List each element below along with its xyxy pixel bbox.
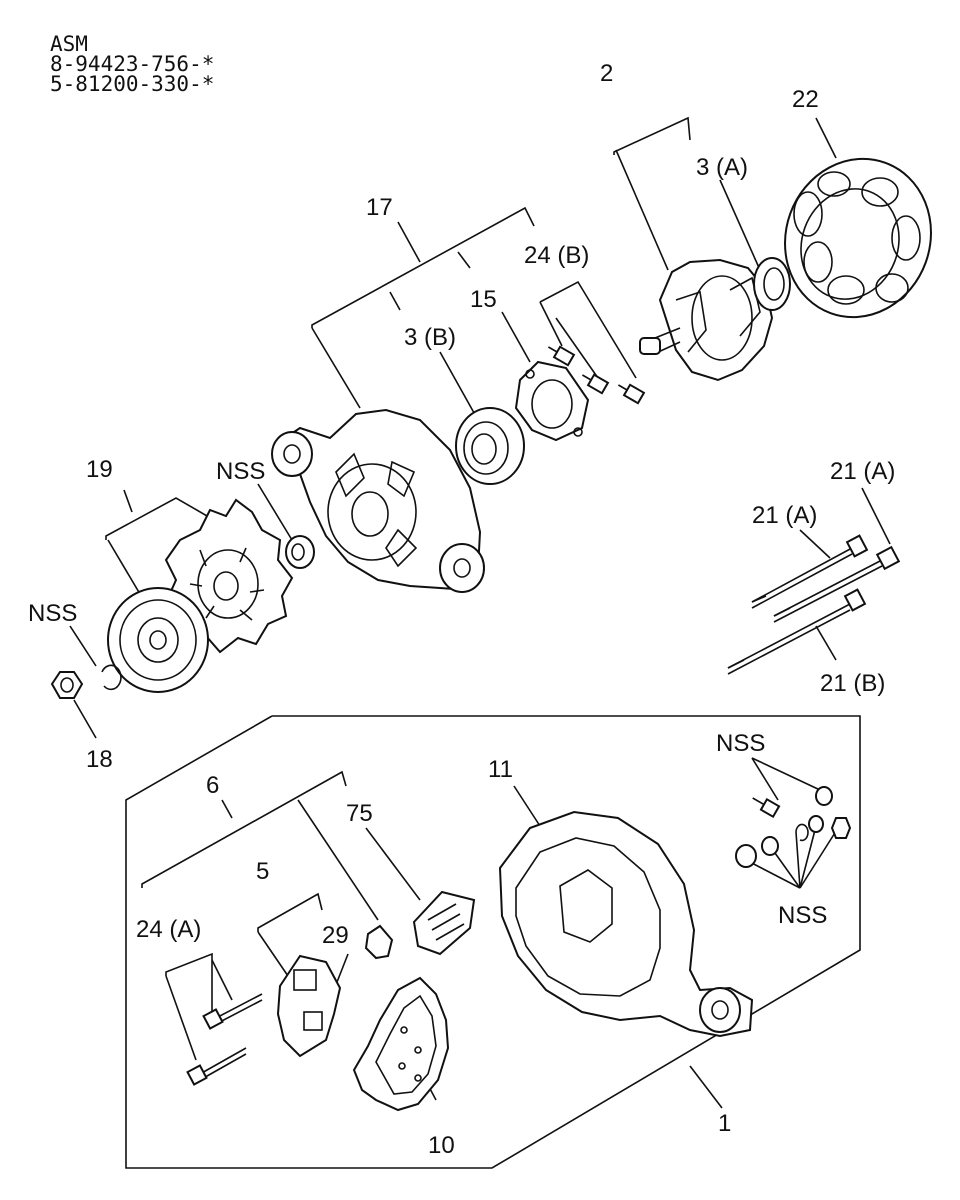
callout-21a-short: 21 (A)	[830, 458, 896, 485]
callout-15: 15	[470, 286, 497, 313]
spacer-nss	[285, 535, 315, 569]
callout-6: 6	[206, 772, 220, 799]
brush-holder-part-5	[276, 954, 342, 1058]
callout-2: 2	[600, 60, 614, 87]
callout-17: 17	[366, 194, 393, 221]
through-bolts-part-21	[727, 534, 901, 675]
callout-3a: 3 (A)	[696, 154, 749, 181]
callout-3b: 3 (B)	[404, 324, 457, 351]
callout-22: 22	[792, 86, 819, 113]
front-frame-part-17	[271, 408, 485, 593]
stator-part-22	[784, 157, 932, 319]
callout-nss-bolt: NSS	[716, 730, 766, 757]
callout-11: 11	[488, 756, 513, 783]
callout-19: 19	[86, 456, 113, 483]
rear-frame-part-11	[498, 810, 754, 1038]
connector-part-29	[364, 924, 394, 960]
rectifier-part-10	[352, 976, 450, 1112]
callout-nss-fan: NSS	[216, 458, 266, 485]
bearing-part-3b	[455, 407, 525, 485]
rotor-part-2	[639, 257, 791, 382]
leader-lines	[69, 116, 891, 1109]
hardware-nss	[735, 786, 852, 868]
callout-5: 5	[256, 858, 270, 885]
pulley	[107, 587, 209, 693]
callout-21b: 21 (B)	[820, 670, 886, 697]
header-part-number-2: 5-81200-330-*	[50, 72, 215, 96]
callout-nss-snap-ring: NSS	[28, 600, 78, 627]
callout-24a: 24 (A)	[136, 916, 202, 943]
callout-29: 29	[322, 922, 349, 949]
header-part-number-1: 8-94423-756-*	[50, 52, 215, 76]
callout-1: 1	[718, 1110, 732, 1137]
callout-75: 75	[346, 800, 373, 827]
retainer-plate-part-15	[514, 360, 590, 442]
screws-part-24b	[548, 345, 646, 405]
regulator-part-75	[412, 890, 476, 956]
snap-ring-nss	[101, 664, 122, 691]
assembly-1-outline	[125, 715, 861, 1169]
callout-21a-long: 21 (A)	[752, 502, 818, 529]
nut-part-18	[50, 671, 84, 699]
screws-part-24a	[186, 993, 263, 1086]
callout-nss-hardware: NSS	[778, 902, 828, 929]
callout-18: 18	[86, 746, 113, 773]
callout-10: 10	[428, 1132, 455, 1159]
header-asm: ASM	[50, 32, 88, 56]
callout-24b: 24 (B)	[524, 242, 590, 269]
